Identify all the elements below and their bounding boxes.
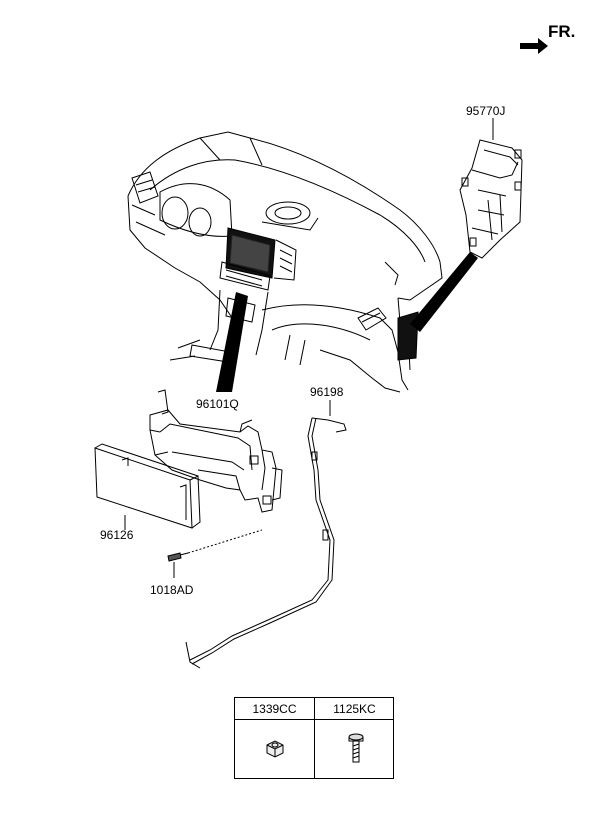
front-direction-arrow bbox=[520, 38, 548, 54]
trim-panel bbox=[94, 443, 201, 529]
amplifier-part bbox=[459, 118, 523, 259]
table-divider bbox=[314, 698, 315, 778]
dashboard-illustration bbox=[127, 131, 443, 393]
part-label-1018AD: 1018AD bbox=[150, 583, 194, 597]
part-label-96101Q: 96101Q bbox=[196, 397, 239, 411]
screw-part bbox=[167, 529, 263, 578]
fasteners-table: 1339CC 1125KC bbox=[234, 697, 394, 779]
part-label-96198: 96198 bbox=[310, 385, 344, 399]
fastener-header-1125KC: 1125KC bbox=[315, 698, 394, 720]
part-label-96126: 96126 bbox=[100, 528, 134, 542]
nut-icon bbox=[266, 740, 284, 758]
head-unit-bracket bbox=[149, 389, 283, 513]
leader-wedge-amplifier bbox=[410, 252, 478, 332]
part-label-95770J: 95770J bbox=[466, 104, 506, 118]
cable-part bbox=[185, 400, 347, 669]
leader-wedge-head-unit bbox=[216, 292, 248, 392]
fastener-header-1339CC: 1339CC bbox=[235, 698, 314, 720]
front-direction-label: FR. bbox=[548, 22, 576, 41]
bolt-icon bbox=[348, 733, 364, 763]
